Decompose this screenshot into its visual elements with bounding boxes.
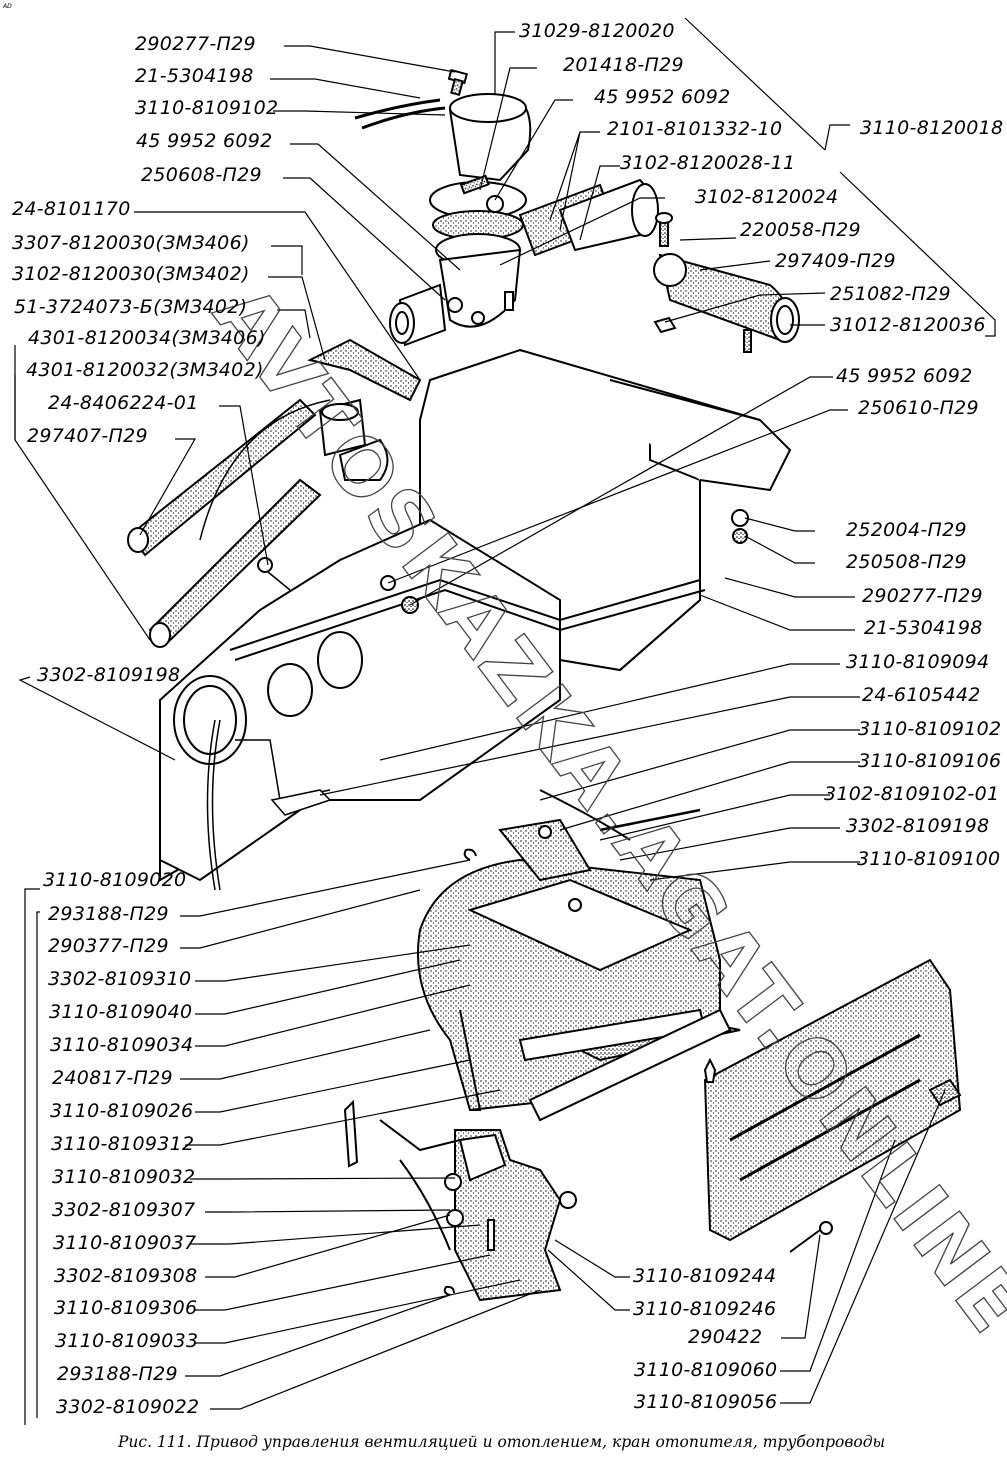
part-label: 297409-П29 <box>775 250 896 272</box>
leader-lines <box>14 17 996 1425</box>
part-label: 250608-П29 <box>141 164 262 186</box>
part-label: 24-6105442 <box>862 684 981 706</box>
part-label: 4301-8120032(ЗМЗ402) <box>26 359 264 381</box>
part-label: 3110-8109060 <box>634 1359 778 1381</box>
heater-box <box>159 348 792 882</box>
part-label: 3302-8109308 <box>54 1265 198 1287</box>
part-label: 3110-8109094 <box>846 651 990 673</box>
lever-assembly <box>343 1099 577 1302</box>
part-label: 240817-П29 <box>52 1067 173 1089</box>
part-label: 3110-8109040 <box>49 1001 193 1023</box>
part-label: 3110-8109106 <box>858 750 1002 772</box>
part-label: 21-5304198 <box>135 65 254 87</box>
part-label: 3110-8109246 <box>633 1298 777 1320</box>
part-label: 24-8406224-01 <box>48 392 199 414</box>
tap-assembly <box>257 398 389 591</box>
hoses <box>127 338 422 648</box>
part-label: 3302-8109198 <box>37 664 181 686</box>
part-label: 3110-8109312 <box>51 1133 195 1155</box>
part-label: 293188-П29 <box>48 903 169 925</box>
part-label: 290377-П29 <box>48 935 169 957</box>
part-label: 251082-П29 <box>830 283 951 305</box>
part-label: 297407-П29 <box>27 425 148 447</box>
part-label: 3302-8109022 <box>56 1396 200 1418</box>
corner-mark: AD <box>3 3 12 10</box>
part-label: 3102-8120028-11 <box>620 152 796 174</box>
figure-caption: Рис. 111. Привод управления вентиляцией … <box>118 1433 886 1451</box>
part-label: 3302-8109198 <box>846 815 990 837</box>
part-label: 3110-8109102 <box>858 718 1002 740</box>
part-label: 290277-П29 <box>862 585 983 607</box>
part-label: 3110-8109102 <box>135 97 279 119</box>
part-label: 3302-8109307 <box>52 1199 196 1221</box>
bolt-top <box>447 68 468 97</box>
part-label: 3102-8109102-01 <box>824 783 1000 805</box>
part-label: 3110-8109100 <box>857 848 1001 870</box>
part-label: 45 9952 6092 <box>136 130 273 152</box>
part-label: 3110-8109032 <box>52 1166 196 1188</box>
part-label: 290422 <box>688 1326 763 1348</box>
part-label: 3110-8109306 <box>54 1297 198 1319</box>
part-label: 3102-8120024 <box>695 186 839 208</box>
part-label: 252004-П29 <box>846 519 967 541</box>
part-label: 2101-8101332-10 <box>607 118 783 140</box>
part-label: 3110-8109037 <box>53 1232 197 1254</box>
part-label: 3302-8109310 <box>48 968 192 990</box>
part-label: 4301-8120034(ЗМЗ406) <box>28 327 266 349</box>
part-label: 290277-П29 <box>135 33 256 55</box>
assembly-label: 3110-8120018 <box>860 117 1004 139</box>
face-plate <box>528 958 962 1253</box>
part-label: 3110-8109033 <box>55 1330 199 1352</box>
part-label: 45 9952 6092 <box>594 86 731 108</box>
pipe-clamp <box>653 212 800 353</box>
part-label: 3110-8109056 <box>634 1391 778 1413</box>
assembly-label: 3110-8109020 <box>43 869 187 891</box>
part-label: 24-8101170 <box>12 198 131 220</box>
cable-top <box>354 98 446 130</box>
part-label: 220058-П29 <box>740 219 861 241</box>
part-label: 3110-8109244 <box>633 1265 777 1287</box>
part-label: 51-3724073-Б(ЗМЗ402) <box>14 296 248 318</box>
part-label: 201418-П29 <box>563 54 684 76</box>
part-label: 3307-8120030(ЗМЗ406) <box>12 232 250 254</box>
part-label: 250610-П29 <box>858 397 979 419</box>
part-label: 31029-8120020 <box>519 20 675 42</box>
part-label: 250508-П29 <box>846 551 967 573</box>
heater-valve <box>389 93 659 347</box>
part-label: 3102-8120030(ЗМЗ402) <box>12 263 250 285</box>
part-label: 3110-8109026 <box>50 1100 194 1122</box>
part-label: 21-5304198 <box>864 617 983 639</box>
part-label: 3110-8109034 <box>50 1034 194 1056</box>
cables-mid <box>199 399 332 891</box>
part-label: 293188-П29 <box>57 1363 178 1385</box>
part-label: 31012-8120036 <box>830 314 986 336</box>
part-label: 45 9952 6092 <box>836 365 973 387</box>
